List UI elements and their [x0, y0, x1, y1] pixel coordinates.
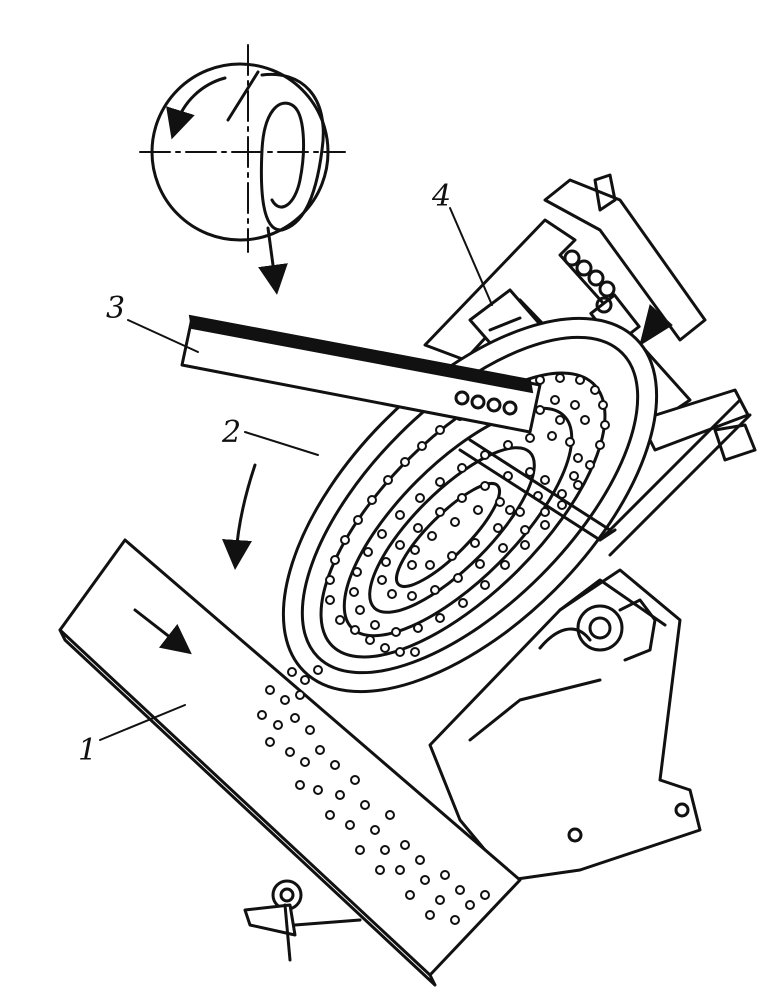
feeder-trough [180, 314, 542, 434]
leader-line-3 [127, 319, 199, 353]
coil-spring [563, 249, 616, 314]
bowl-outer-rim [281, 316, 659, 694]
label-chute: 1 [78, 733, 97, 768]
flow-arrow-icon [133, 608, 192, 655]
exit-arrow-icon [258, 226, 288, 295]
bowl-rotation-arrow-icon [222, 463, 257, 570]
discharge-chute [58, 538, 522, 987]
vibratory-bowl [222, 316, 659, 694]
wire-guide [458, 438, 617, 542]
leader-line-1 [99, 704, 186, 741]
label-spring-brush: 4 [431, 179, 451, 214]
label-bowl: 2 [221, 415, 241, 450]
chute-parts [257, 665, 490, 925]
bowl-parts [325, 373, 610, 657]
leader-line-2 [244, 431, 319, 456]
leader-line-4 [449, 207, 493, 306]
drive-gear [576, 604, 624, 652]
label-feeder-trough: 3 [106, 291, 125, 326]
callouts: 1 2 3 4 [78, 179, 493, 768]
motion-path-inset [139, 44, 346, 295]
motion-path-icon [226, 70, 260, 122]
rotation-arrow-icon [166, 76, 227, 140]
mounting-clamp [243, 879, 362, 962]
